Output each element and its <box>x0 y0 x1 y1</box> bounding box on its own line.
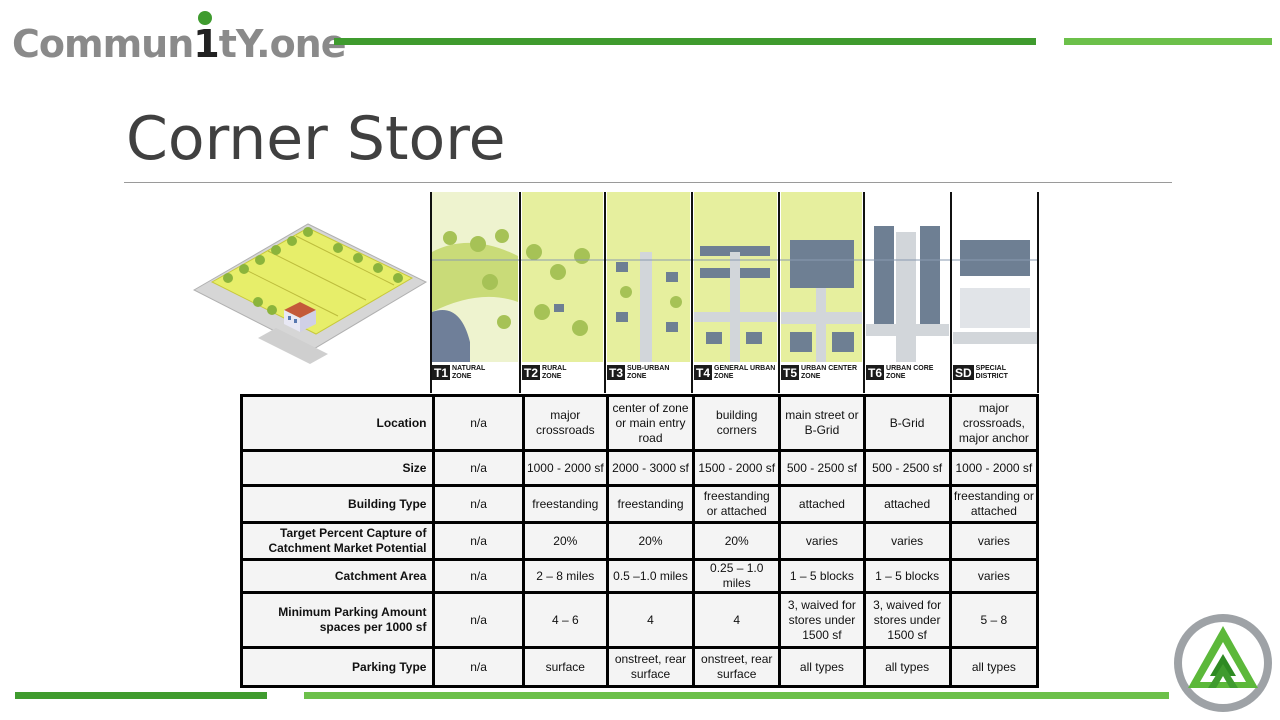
table-cell: n/a <box>435 452 522 484</box>
logo-dot-icon <box>198 11 212 25</box>
table-cell: n/a <box>435 594 522 646</box>
community-emblem-icon <box>1174 614 1272 712</box>
header-rule-light <box>1064 38 1272 45</box>
table-cell: 20% <box>695 524 779 558</box>
row-header: Building Type <box>243 487 433 521</box>
row-header: Size <box>243 452 433 484</box>
table-cell: 4 – 6 <box>524 594 606 646</box>
zone-label-t1: T1 NATURAL ZONE <box>432 365 486 380</box>
zone-panel-t3 <box>607 192 690 362</box>
zone-panel-t4 <box>694 192 777 362</box>
row-header: Parking Type <box>243 649 433 685</box>
zone-panel-t5 <box>781 192 862 362</box>
table-cell: 1500 - 2000 sf <box>695 452 779 484</box>
table-cell: 20% <box>608 524 693 558</box>
table-row-building-type: Building Type n/a freestanding freestand… <box>243 487 1036 521</box>
table-cell: all types <box>951 649 1036 685</box>
zone-label-t5: T5 URBAN CENTER ZONE <box>781 365 858 380</box>
table-cell: freestanding or attached <box>695 487 779 521</box>
table-cell: onstreet, rear surface <box>695 649 779 685</box>
table-cell: attached <box>865 487 949 521</box>
store-building <box>284 302 316 332</box>
row-header: Catchment Area <box>243 561 433 591</box>
zone-label-sd: SD SPECIAL DISTRICT <box>953 365 1008 380</box>
table-cell: main street or B-Grid <box>781 397 863 449</box>
footer-rule-dark <box>15 692 267 699</box>
table-cell: 0.25 – 1.0 miles <box>695 561 779 591</box>
table-cell: 3, waived for stores under 1500 sf <box>865 594 949 646</box>
corner-store-table: Location n/a major crossroads center of … <box>240 394 1039 688</box>
zone-panel-sd <box>953 192 1037 362</box>
table-row-location: Location n/a major crossroads center of … <box>243 397 1036 449</box>
title-divider <box>124 182 1172 183</box>
zone-label-t4: T4 GENERAL URBAN ZONE <box>694 365 776 380</box>
row-header: Location <box>243 397 433 449</box>
table-row-size: Size n/a 1000 - 2000 sf 2000 - 3000 sf 1… <box>243 452 1036 484</box>
corner-store-matrix: Location n/a major crossroads center of … <box>240 394 1039 688</box>
table-cell: 1 – 5 blocks <box>865 561 949 591</box>
table-cell: 1 – 5 blocks <box>781 561 863 591</box>
table-row-target-capture: Target Percent Capture of Catchment Mark… <box>243 524 1036 558</box>
table-cell: 1000 - 2000 sf <box>951 452 1036 484</box>
table-cell: 0.5 –1.0 miles <box>608 561 693 591</box>
table-cell: B-Grid <box>865 397 949 449</box>
table-cell: 5 – 8 <box>951 594 1036 646</box>
brand-logo: Commun1tY.one <box>12 6 347 66</box>
table-cell: 2000 - 3000 sf <box>608 452 693 484</box>
header-rule-dark <box>334 38 1036 45</box>
table-cell: 1000 - 2000 sf <box>524 452 606 484</box>
corner-store-illustration <box>192 223 428 364</box>
table-cell: freestanding <box>524 487 606 521</box>
table-cell: 500 - 2500 sf <box>865 452 949 484</box>
table-cell: 4 <box>608 594 693 646</box>
transect-zone-illustration <box>430 192 1039 393</box>
table-cell: onstreet, rear surface <box>608 649 693 685</box>
table-cell: freestanding or attached <box>951 487 1036 521</box>
table-cell: building corners <box>695 397 779 449</box>
table-row-parking-type: Parking Type n/a surface onstreet, rear … <box>243 649 1036 685</box>
table-cell: 4 <box>695 594 779 646</box>
table-row-min-parking: Minimum Parking Amount spaces per 1000 s… <box>243 594 1036 646</box>
table-cell: n/a <box>435 524 522 558</box>
table-row-catchment-area: Catchment Area n/a 2 – 8 miles 0.5 –1.0 … <box>243 561 1036 591</box>
zone-panel-t6 <box>866 192 949 362</box>
table-cell: varies <box>781 524 863 558</box>
table-cell: freestanding <box>608 487 693 521</box>
table-cell: 20% <box>524 524 606 558</box>
zone-label-t3: T3 SUB-URBAN ZONE <box>607 365 670 380</box>
table-cell: varies <box>951 561 1036 591</box>
table-cell: n/a <box>435 397 522 449</box>
table-cell: center of zone or main entry road <box>608 397 693 449</box>
page-title: Corner Store <box>126 104 506 174</box>
row-header: Target Percent Capture of Catchment Mark… <box>243 524 433 558</box>
brand-wordmark: Commun1tY.one <box>12 22 347 66</box>
table-cell: surface <box>524 649 606 685</box>
table-cell: major crossroads, major anchor <box>951 397 1036 449</box>
table-cell: n/a <box>435 649 522 685</box>
footer-rule-light <box>304 692 1169 699</box>
zone-panel-t2 <box>522 192 603 362</box>
table-cell: varies <box>865 524 949 558</box>
table-cell: n/a <box>435 487 522 521</box>
table-cell: all types <box>865 649 949 685</box>
zone-label-t6: T6 URBAN CORE ZONE <box>866 365 934 380</box>
table-cell: varies <box>951 524 1036 558</box>
table-cell: 2 – 8 miles <box>524 561 606 591</box>
table-cell: attached <box>781 487 863 521</box>
row-header: Minimum Parking Amount spaces per 1000 s… <box>243 594 433 646</box>
table-cell: major crossroads <box>524 397 606 449</box>
zone-label-t2: T2 RURAL ZONE <box>522 365 567 380</box>
table-cell: 3, waived for stores under 1500 sf <box>781 594 863 646</box>
table-cell: all types <box>781 649 863 685</box>
table-cell: 500 - 2500 sf <box>781 452 863 484</box>
zone-panel-t1 <box>432 192 518 362</box>
table-cell: n/a <box>435 561 522 591</box>
